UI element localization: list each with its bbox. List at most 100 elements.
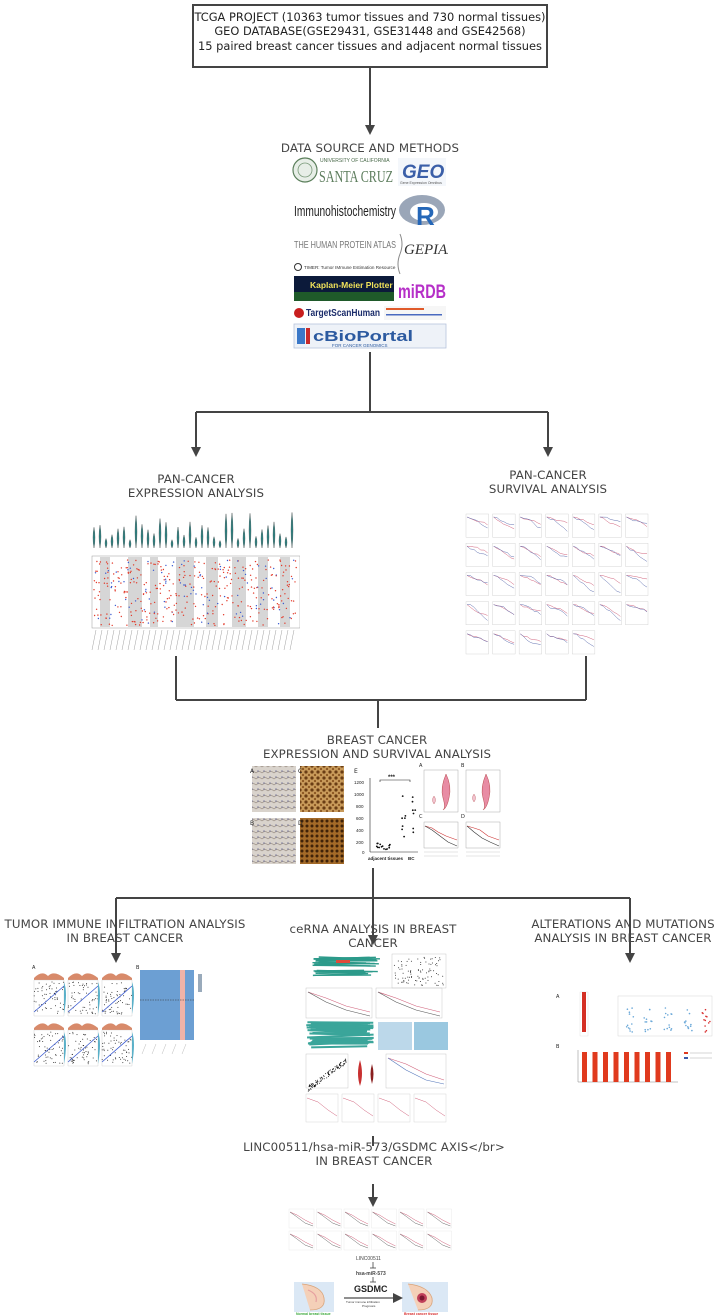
immune-dot <box>51 1058 53 1060</box>
pan-expr-dot <box>172 561 175 563</box>
pan-expr-dot <box>291 578 294 580</box>
alt-dot <box>644 1030 647 1033</box>
ihc-ytick-400: 400 <box>356 828 364 833</box>
pan-expr-dot <box>194 566 196 569</box>
axis-survival-graphic <box>288 1208 452 1251</box>
axis-km-curve <box>317 1211 341 1225</box>
cerna-dot <box>336 1064 338 1066</box>
pan-expr-violin <box>218 540 222 549</box>
pan-expr-dot <box>142 621 144 624</box>
immune-dot <box>69 1057 71 1059</box>
pan-expr-shade <box>232 557 246 627</box>
pan-expr-dot <box>262 592 265 594</box>
ihc-dot-bc <box>401 817 403 820</box>
violin-km-figure-graphic: A B C D <box>418 760 502 864</box>
cerna-dot <box>398 967 400 969</box>
km-panel <box>465 630 489 655</box>
pan-expr-dot <box>107 577 109 579</box>
pan-expr-dot <box>107 570 110 572</box>
immune-dot <box>105 995 107 997</box>
alt-bar <box>603 1052 608 1082</box>
immune-dot <box>49 1049 51 1051</box>
pan-expr-dot <box>214 606 217 608</box>
alt-dot <box>632 1016 635 1018</box>
immune-dot <box>116 1039 118 1041</box>
pan-expr-dot <box>168 573 170 575</box>
immune-dot <box>37 1054 39 1056</box>
immune-dot <box>113 997 115 999</box>
pan-expr-dot <box>155 587 157 590</box>
ihc-dot-bc <box>401 828 403 831</box>
pan-expr-xlabel <box>199 629 205 651</box>
alt-dot <box>628 1011 631 1013</box>
alt-dot <box>628 1013 631 1015</box>
cerna-dot <box>329 1069 331 1071</box>
pan-expr-dot <box>250 586 253 588</box>
ihc-xlabel-bc: BC <box>408 856 415 861</box>
ihc-panel-d: D <box>298 820 303 827</box>
axis-km-box <box>343 1208 370 1229</box>
cerna-dot <box>403 980 405 981</box>
immune-dot <box>128 1052 130 1054</box>
immune-dot <box>62 1037 64 1039</box>
immune-side-density <box>132 982 134 1014</box>
pan-expr-dot <box>141 619 143 621</box>
pan-expr-dot <box>170 594 172 597</box>
pan-expr-dot <box>152 569 155 571</box>
immune-dot <box>122 1049 124 1051</box>
pan-expr-dot <box>106 613 108 615</box>
pan-expr-dot <box>134 623 137 626</box>
immune-dot <box>45 1056 47 1058</box>
immune-dot <box>69 985 70 987</box>
immune-dot <box>87 1054 89 1055</box>
pan-expr-dot <box>120 582 122 584</box>
axis-km-curve <box>399 1233 424 1249</box>
immune-dot <box>117 1006 119 1008</box>
immune-dot <box>55 1054 57 1056</box>
pan-expr-dot <box>244 579 246 581</box>
pan-expr-dot <box>123 592 125 594</box>
immune-dot <box>54 1061 56 1063</box>
immune-dot <box>75 1040 77 1042</box>
cerna-dot <box>332 1068 334 1070</box>
cerna-km-curve <box>307 991 371 1013</box>
pan-expr-dot <box>153 601 156 604</box>
pan-expr-dot <box>241 586 243 588</box>
pan-expr-dot <box>142 593 145 595</box>
cerna-dot <box>410 960 412 962</box>
pan-expr-violin <box>194 536 198 549</box>
cerna-dot <box>439 957 441 959</box>
pan-expr-dot <box>165 580 167 582</box>
pan-expr-dot <box>275 596 278 599</box>
pan-expr-dot <box>159 592 162 594</box>
pan-expr-dot <box>99 598 101 601</box>
cerna-dot <box>434 957 436 958</box>
immune-dot <box>83 1049 84 1051</box>
km-panel <box>598 513 622 538</box>
km-curve-low <box>626 604 648 613</box>
pan-expr-dot <box>282 616 284 618</box>
axis-km-curve <box>289 1233 314 1249</box>
immune-dot <box>118 1057 120 1058</box>
pan-expr-dot <box>284 622 286 624</box>
immune-dot <box>58 1046 60 1048</box>
immune-dot <box>79 985 81 986</box>
pan-expr-dot <box>127 571 129 573</box>
cerna-km-box <box>305 987 373 1019</box>
pan-expr-dot <box>226 559 229 562</box>
pan-expr-dot <box>164 578 167 580</box>
immune-dot <box>121 1057 123 1059</box>
pan-expr-dot <box>285 607 288 610</box>
pan-expr-dot <box>271 598 273 600</box>
cerna-dot <box>436 973 437 974</box>
immune-dot <box>33 1000 35 1002</box>
immune-dot <box>92 999 94 1001</box>
pan-expr-dot <box>186 601 188 603</box>
pan-expr-dot <box>130 602 133 605</box>
tumor-immune-title-line2: IN BREAST CANCER <box>66 931 184 945</box>
immune-dot <box>73 1061 74 1063</box>
immune-dot <box>71 1060 73 1062</box>
alt-dot <box>701 1012 704 1014</box>
cerna-dot <box>343 1063 345 1065</box>
ihc-dot-bc <box>412 827 415 830</box>
